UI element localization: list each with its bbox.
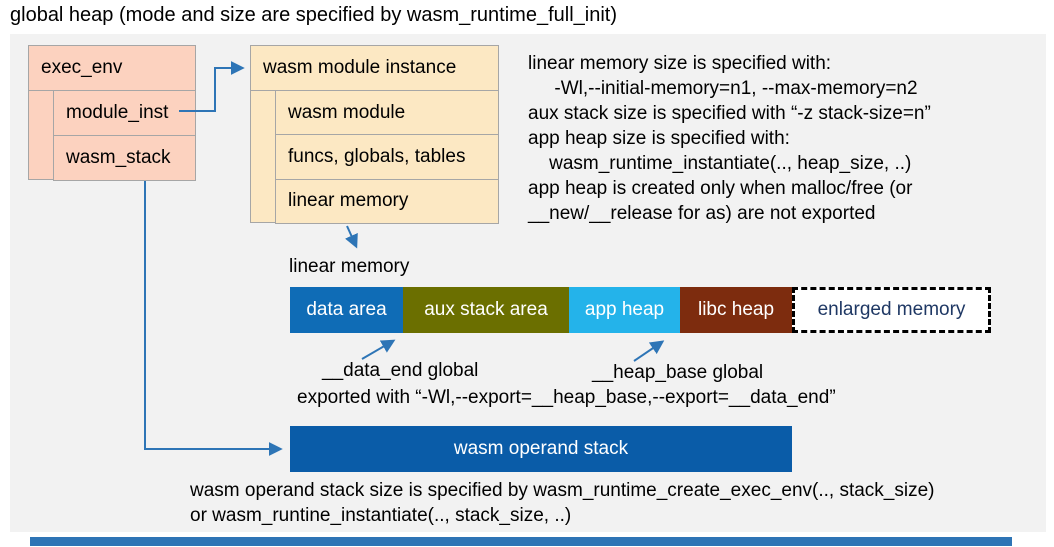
- linear-memory-label: linear memory: [289, 256, 410, 277]
- notes-top: linear memory size is specified with: -W…: [528, 51, 1043, 226]
- exec-env-header: exec_env: [29, 46, 195, 91]
- note-line: wasm operand stack size is specified by …: [190, 480, 935, 501]
- note-line: or wasm_runtine_instantiate(.., stack_si…: [190, 505, 572, 526]
- annotation-heap-base: __heap_base global: [592, 362, 764, 383]
- segment-app-heap: app heap: [569, 287, 680, 333]
- segment-aux-stack-area: aux stack area: [403, 287, 569, 333]
- note-line: linear memory size is specified with:: [528, 53, 832, 74]
- annotation-data-end: __data_end global: [322, 360, 479, 381]
- footer-bar: [30, 537, 1012, 546]
- notes-bottom: wasm operand stack size is specified by …: [190, 478, 1050, 528]
- segment-data-area: data area: [290, 287, 403, 333]
- module-instance-header: wasm module instance: [251, 46, 498, 91]
- page-title: global heap (mode and size are specified…: [10, 4, 617, 26]
- module-instance-row: wasm module: [275, 90, 499, 136]
- exec-env-row: module_inst: [53, 90, 196, 136]
- segment-enlarged-memory: enlarged memory: [792, 287, 991, 333]
- segment-libc-heap: libc heap: [680, 287, 792, 333]
- note-line: wasm_runtime_instantiate(.., heap_size, …: [528, 153, 912, 174]
- note-line: -Wl,--initial-memory=n1, --max-memory=n2: [528, 78, 918, 99]
- module-instance-row: linear memory: [275, 178, 499, 224]
- module-instance-row: funcs, globals, tables: [275, 134, 499, 180]
- note-line: __new/__release for as) are not exported: [528, 203, 876, 224]
- annotation-exported: exported with “-Wl,--export=__heap_base,…: [297, 387, 836, 408]
- note-line: app heap size is specified with:: [528, 128, 790, 149]
- operand-stack-bar: wasm operand stack: [290, 426, 792, 472]
- operand-stack-label: wasm operand stack: [453, 438, 629, 459]
- note-line: aux stack size is specified with “-z sta…: [528, 103, 931, 124]
- exec-env-row: wasm_stack: [53, 135, 196, 181]
- note-line: app heap is created only when malloc/fre…: [528, 178, 913, 199]
